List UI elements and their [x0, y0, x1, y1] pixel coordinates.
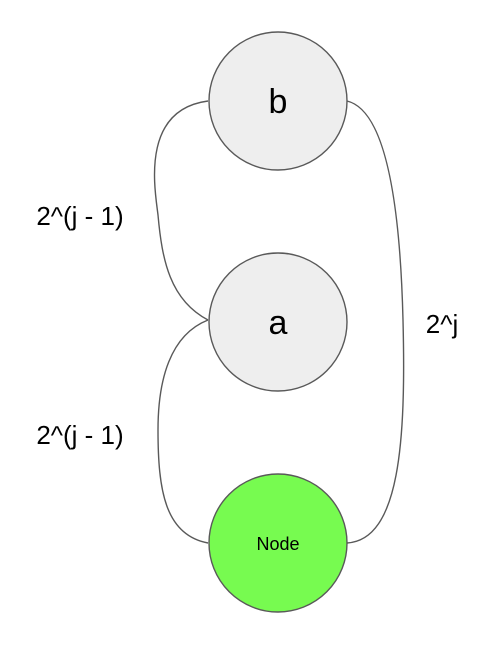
node-b-label: b	[269, 83, 288, 121]
edge-b-to-a	[153, 100, 209, 321]
edge-b-node-label: 2^j	[426, 309, 458, 339]
node-b: b	[208, 31, 348, 171]
node-a-label: a	[269, 304, 288, 342]
node-a-circle	[208, 252, 348, 392]
edge-a-node-label: 2^(j - 1)	[36, 420, 123, 450]
node-a: a	[208, 252, 348, 392]
edge-b-to-node	[346, 100, 405, 544]
edge-b-a-label: 2^(j - 1)	[36, 201, 123, 231]
edge-a-to-node	[157, 319, 209, 544]
node-node-label: Node	[256, 534, 299, 554]
node-node-circle	[208, 473, 348, 613]
node-node: Node	[208, 473, 348, 613]
node-b-circle	[208, 31, 348, 171]
